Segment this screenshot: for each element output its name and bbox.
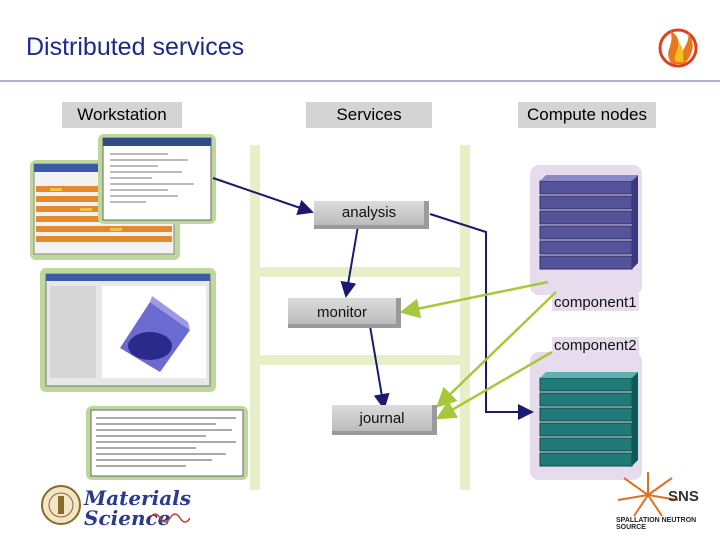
flame-logo-icon [658,28,698,68]
service-monitor: monitor [288,298,401,328]
sns-starburst-icon [617,472,679,517]
title-divider [0,80,720,82]
column-header-services: Services [306,102,432,128]
compute-cluster-1 [530,165,642,295]
service-journal-label: journal [359,410,405,427]
sns-logo-text: SNS [668,488,699,505]
component2-label: component2 [552,337,639,354]
page-title: Distributed services [26,33,245,61]
component1-label: component1 [552,294,639,311]
workstation-panel-code [98,134,216,224]
compute-cluster-2 [530,352,642,480]
materials-science-logo: Materials Science [84,486,192,530]
server-stack-icon [539,372,638,467]
service-analysis-label: analysis [341,204,397,221]
workstation-panel-3d [40,268,216,392]
column-header-workstation: Workstation [62,102,182,128]
code-window-icon [102,137,212,221]
log-window-icon [90,409,244,477]
column-header-compute-nodes: Compute nodes [518,102,656,128]
materials-science-logo-text: Materials Science [84,486,192,530]
sns-logo-subtitle: SPALLATION NEUTRON SOURCE [616,517,697,531]
server-stack-icon [539,175,638,270]
workstation-panel-log [86,406,248,480]
service-journal: journal [332,405,437,435]
service-analysis: analysis [314,201,429,229]
wave-decoration-icon [150,513,190,523]
3d-plot-window-icon [45,273,211,387]
service-monitor-label: monitor [316,304,368,321]
services-lane [250,145,470,490]
materials-science-seal-icon [41,485,81,525]
